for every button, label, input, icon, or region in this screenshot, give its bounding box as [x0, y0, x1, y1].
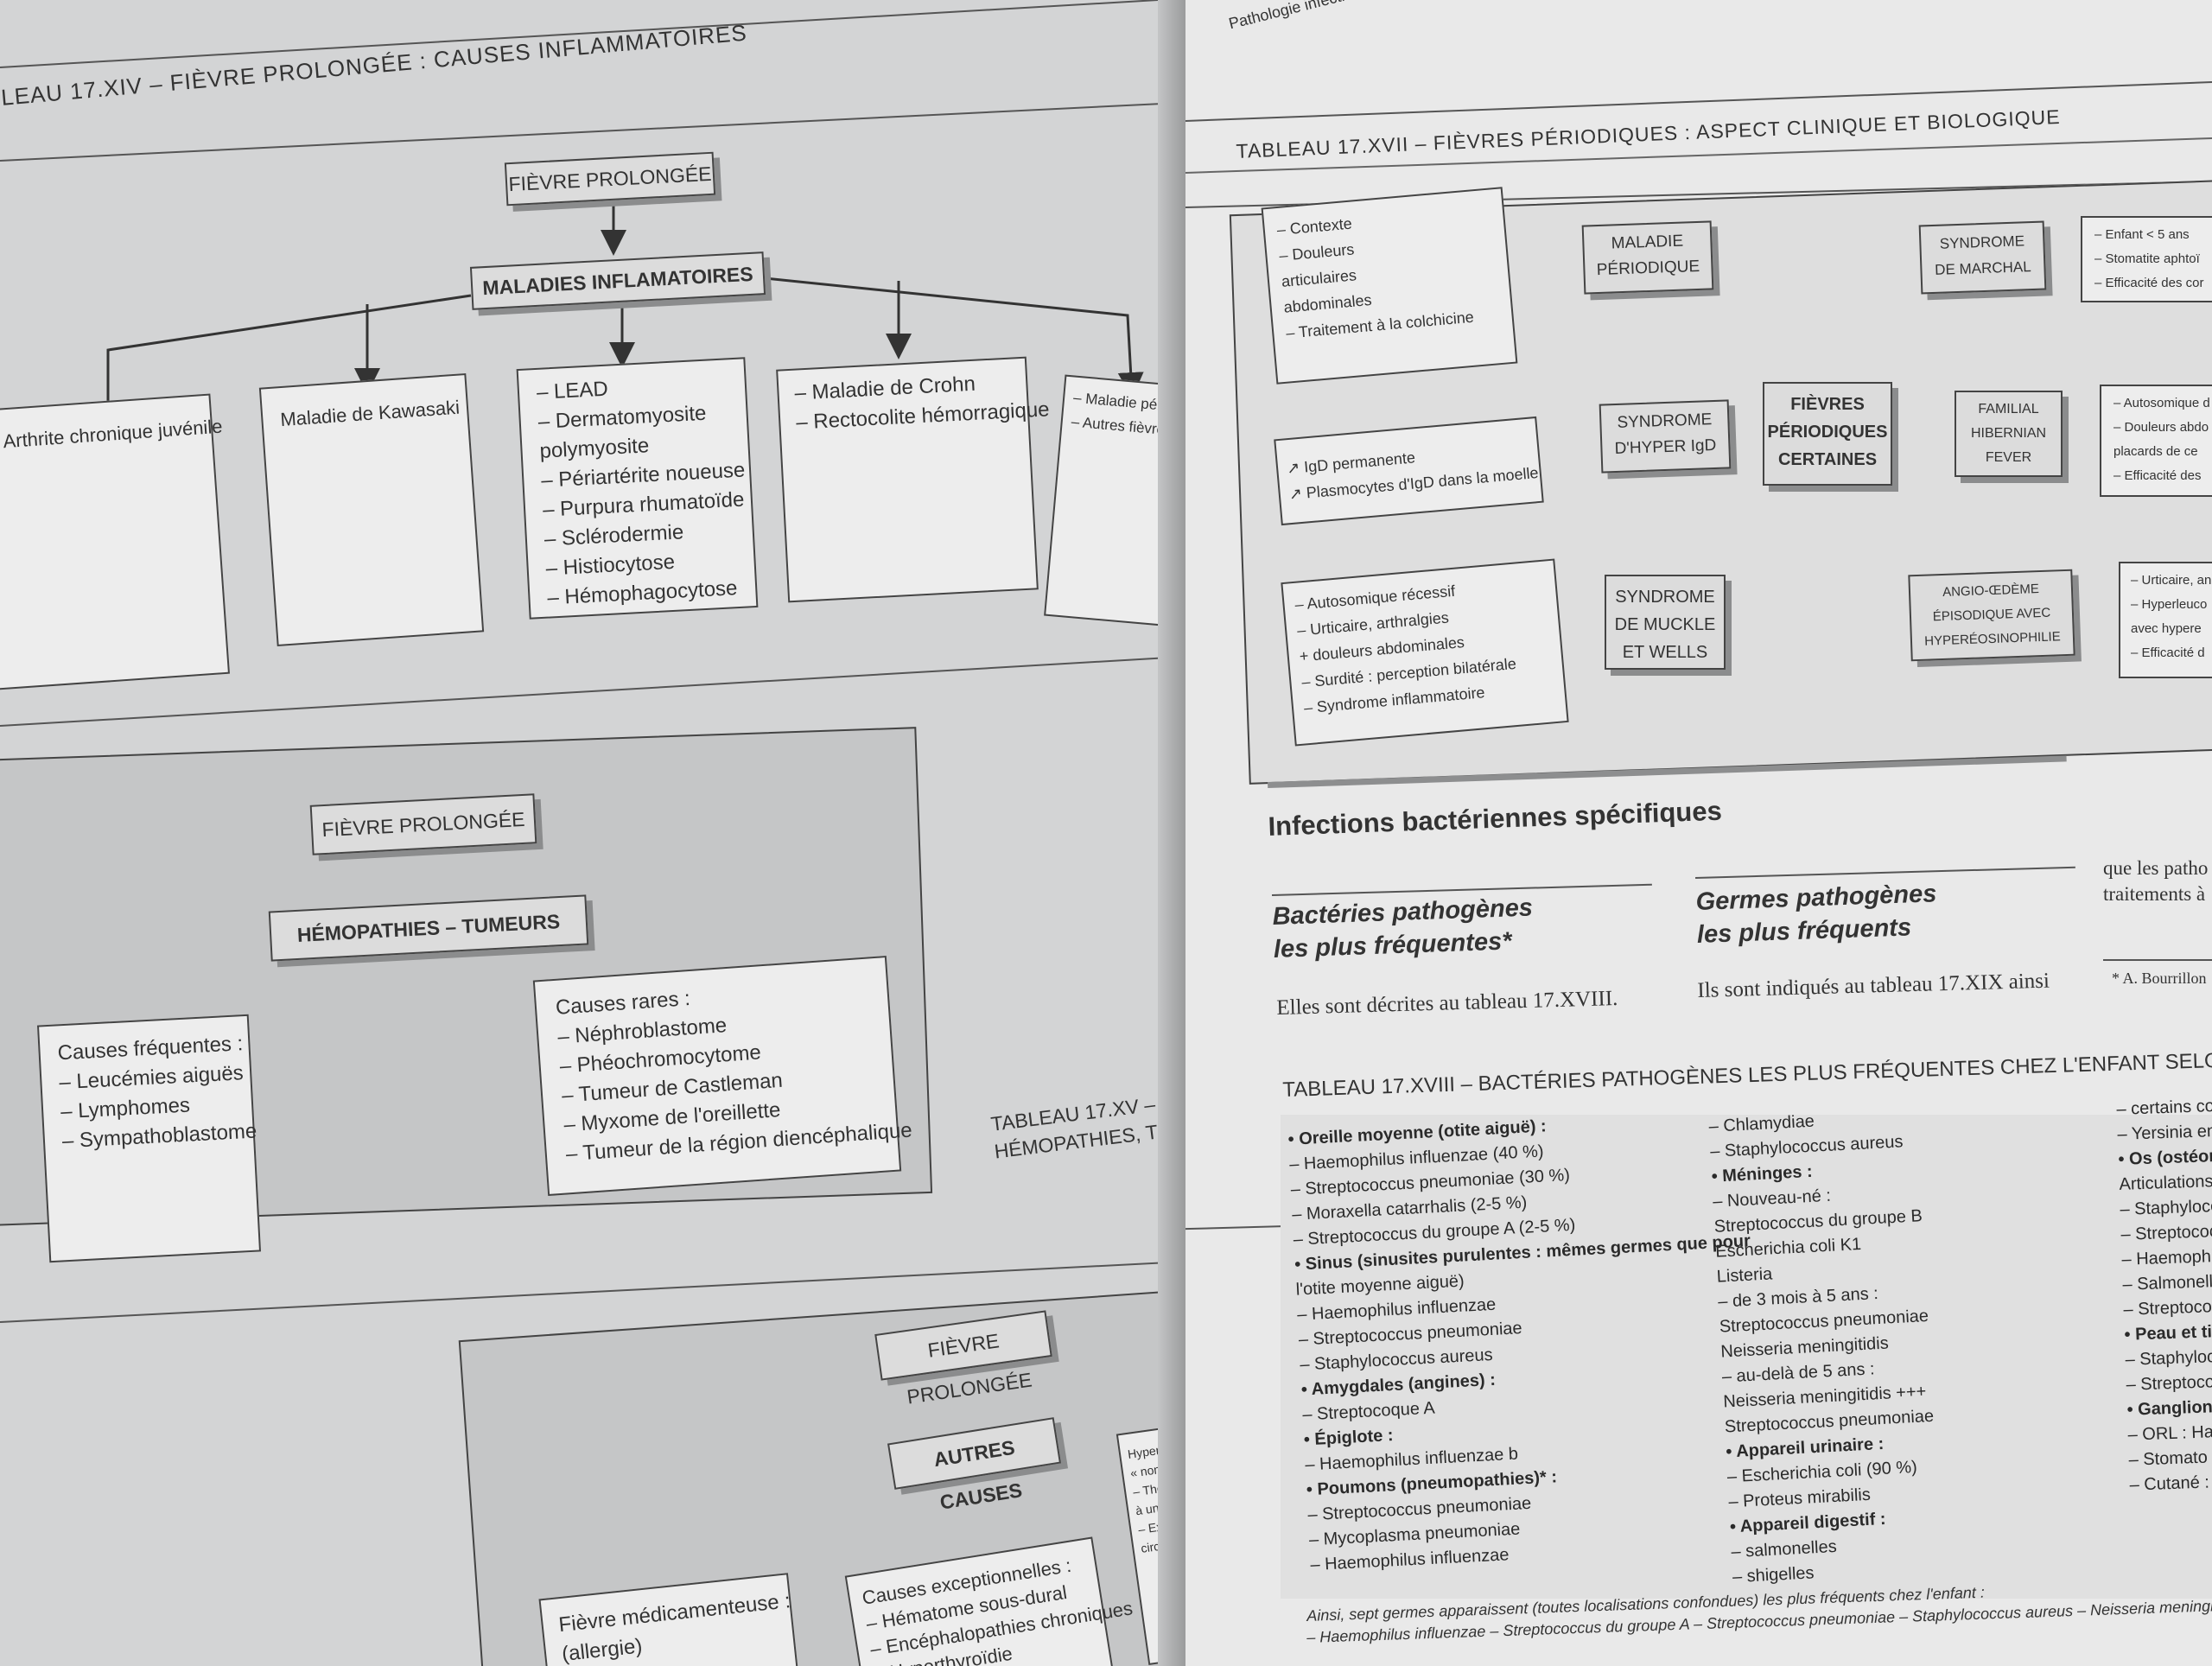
box-line: D'HYPER IgD [1614, 436, 1717, 459]
list-fievre-medicamenteuse: Fièvre médicamenteuse :(allergie) [557, 1587, 795, 1666]
table-line: – certains coliba [2116, 1095, 2212, 1119]
text-line: traitements à [2103, 883, 2206, 905]
table-line: – Streptococcu [2120, 1221, 2212, 1244]
list-causes-rares: Causes rares :– Néphroblastome– Phéochro… [555, 970, 913, 1170]
box-line: PÉRIODIQUE [1596, 257, 1700, 280]
table-line: • Ganglion [2126, 1397, 2212, 1420]
box-line: PÉRIODIQUES [1767, 423, 1888, 442]
list-item: placards de ce [2113, 444, 2198, 459]
box-syndrome-muckle-wells: SYNDROME DE MUCKLE ET WELLS [1605, 575, 1726, 670]
label-kawasaki: Maladie de Kawasaki [279, 396, 461, 431]
box-hibernian-desc: – Autosomique d – Douleurs abdo placards … [2100, 385, 2212, 497]
table-line: – Staphylococ [2125, 1346, 2212, 1370]
box-line: HIBERNIAN [1970, 426, 2047, 441]
list-hyper-igd-desc: ↗ IgD permanente↗ Plasmocytes d'IgD dans… [1286, 434, 1540, 507]
box-line: FIÈVRES [1790, 395, 1865, 414]
list-causes-frequentes: Causes fréquentes :– Leucémies aiguës– L… [57, 1029, 257, 1157]
list-lead: – LEAD– Dermatomyosite polymyosite– Péri… [536, 368, 752, 614]
list-item: – Efficacité des cor [2094, 276, 2204, 290]
table-line: • Peau et tis [2124, 1321, 2212, 1345]
box-marchal-desc: – Enfant < 5 ans – Stomatite aphtoï – Effi… [2081, 216, 2212, 302]
table-line: Articulations [2119, 1172, 2212, 1194]
box-fievres-periodiques-certaines: FIÈVRES PÉRIODIQUES CERTAINES [1763, 382, 1892, 486]
list-item: – Efficacité d [2131, 645, 2205, 660]
box-line: HYPERÉOSINOPHILIE [1923, 629, 2061, 649]
table-line: – Staphylococ [2120, 1196, 2212, 1219]
list-crohn: – Maladie de Crohn– Rectocolite hémorrag… [794, 366, 1051, 437]
column-3-text: que les patho traitements à [2103, 855, 2208, 907]
table-line: – Haemophilus [2121, 1246, 2212, 1269]
box-familial-hibernian-fever: FAMILIAL HIBERNIAN FEVER [1955, 391, 2063, 477]
list-marchal-desc: – Enfant < 5 ans – Stomatite aphtoï – Effi… [2094, 223, 2203, 296]
table-column-1: • Oreille moyenne (otite aiguë) :– Haemo… [1287, 1103, 1767, 1578]
footnote-rule [2103, 959, 2212, 961]
table-line: – Cutané : S [2129, 1472, 2212, 1495]
box-crohn: – Maladie de Crohn– Rectocolite hémorrag… [776, 356, 1050, 603]
list-maladie-periodique-desc: – Contexte– Douleurs articulaires abdomi… [1276, 200, 1475, 346]
right-page: Pathologie infectieuse TABLEAU 17.XVII –… [1185, 0, 2212, 1666]
list-item: – Hyperleuco [2131, 597, 2208, 612]
panel-bacteries [1281, 1115, 2212, 1599]
list-angio-desc: – Urticaire, an – Hyperleuco avec hypere –… [2131, 569, 2211, 665]
table-column-3: – certains coliba– Yersinia entero• Os (… [2116, 1093, 2212, 1498]
box-maladie-periodique-desc: – Contexte– Douleurs articulaires abdomi… [1261, 187, 1518, 385]
text-line: que les patho [2103, 857, 2209, 879]
box-muckle-desc: – Autosomique récessif– Urticaire, arthr… [1281, 558, 1569, 747]
box-line: SYNDROME [1939, 232, 2025, 252]
left-page: LEAU 17.XIV – FIÈVRE PROLONGÉE : CAUSES … [0, 0, 1185, 1666]
box-line: FEVER [1985, 450, 2032, 465]
list-item: – Enfant < 5 ans [2094, 227, 2190, 242]
box-kawasaki: Maladie de Kawasaki [258, 372, 485, 647]
box-causes-rares: Causes rares :– Néphroblastome– Phéochro… [532, 956, 913, 1196]
box-line: FAMILIAL [1978, 402, 2039, 416]
list-muckle-desc: – Autosomique récessif– Urticaire, arthr… [1294, 573, 1519, 721]
box-lead-list: – LEAD– Dermatomyosite polymyosite– Péri… [516, 357, 759, 620]
box-causes-frequentes: Causes fréquentes :– Leucémies aiguës– L… [36, 1014, 262, 1263]
table-line: – Salmonella ( [2122, 1271, 2212, 1294]
box-arthrite: Arthrite chronique juvénile [0, 393, 230, 691]
table-line: – Stomato : [2128, 1447, 2212, 1470]
table-line: – Streptococcu [2126, 1371, 2212, 1395]
table-column-2: – Chlamydiae– Staphylococcus aureus• Mén… [1708, 1103, 1942, 1590]
box-syndrome-marchal: SYNDROME DE MARCHAL [1918, 220, 2047, 295]
list-item: avec hypere [2131, 621, 2202, 636]
list-item: – Douleurs abdo [2113, 420, 2209, 435]
box-angio-desc: – Urticaire, an – Hyperleuco avec hypere –… [2119, 562, 2212, 678]
box-line: CERTAINES [1777, 450, 1878, 469]
list-item: – Efficacité des [2113, 468, 2202, 483]
label-arthrite: Arthrite chronique juvénile [2, 415, 224, 453]
table-line: – Streptococc [2123, 1296, 2212, 1319]
list-item: – Urticaire, an [2131, 573, 2212, 588]
list-item: – Autosomique d [2113, 396, 2210, 410]
box-line: DE MARCHAL [1934, 258, 2031, 278]
list-item: – Stomatite aphtoï [2094, 251, 2200, 266]
table-line: – Yersinia entero [2117, 1120, 2212, 1144]
footnote: * A. Bourrillon [2112, 970, 2207, 987]
list-hibernian-desc: – Autosomique d – Douleurs abdo placards … [2113, 391, 2210, 488]
box-line: ET WELLS [1622, 643, 1708, 662]
box-line: DE MUCKLE [1614, 615, 1716, 634]
table-line: • Os (ostéomyé [2118, 1145, 2212, 1169]
table-line: – ORL : Haer [2127, 1421, 2212, 1445]
box-line: SYNDROME [1615, 588, 1715, 607]
